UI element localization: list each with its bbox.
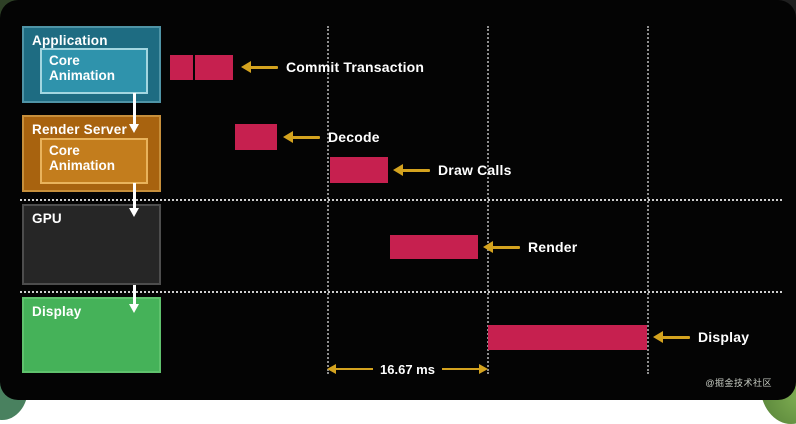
render-server-stage-title: Render Server [32, 122, 127, 137]
decode-label: Decode [328, 129, 380, 145]
left-arrow-icon [241, 61, 278, 73]
arrow-pointing-right-icon [441, 364, 489, 373]
commit-transaction-callout: Commit Transaction [241, 57, 424, 77]
render-callout: Render [483, 237, 577, 257]
left-arrow-icon [483, 241, 520, 253]
draw-calls-label: Draw Calls [438, 162, 512, 178]
gpu-stage-box: GPU [22, 204, 161, 285]
gpu-stage-title: GPU [32, 211, 62, 226]
commit-transaction-bar-segment-1 [170, 55, 193, 80]
display-bar [488, 325, 647, 350]
display-label: Display [698, 329, 750, 345]
render-label: Render [528, 239, 578, 255]
left-arrow-icon [653, 331, 690, 343]
flow-arrow-gpu-to-display-icon [129, 285, 138, 313]
application-stage-box: Application Core Animation [22, 26, 161, 103]
flow-arrow-render-server-to-gpu-icon [129, 183, 138, 217]
render-server-core-animation-label: Core Animation [49, 143, 115, 173]
display-stage-box: Display [22, 297, 161, 373]
row-divider-above-gpu [20, 199, 782, 201]
left-arrow-icon [283, 131, 320, 143]
render-pipeline-diagram: Application Core Animation Render Server… [0, 0, 796, 400]
decode-callout: Decode [283, 127, 380, 147]
flow-arrow-app-to-render-server-icon [129, 93, 138, 133]
render-bar [390, 235, 478, 259]
render-server-stage-box: Render Server Core Animation [22, 115, 161, 192]
application-core-animation-label: Core Animation [49, 53, 115, 83]
decode-bar [235, 124, 277, 150]
application-stage-title: Application [32, 33, 108, 48]
commit-transaction-bar-segment-2 [195, 55, 233, 80]
display-callout: Display [653, 327, 749, 347]
commit-transaction-label: Commit Transaction [286, 59, 425, 75]
render-server-core-animation-box: Core Animation [40, 138, 148, 184]
draw-calls-bar [330, 157, 388, 183]
display-stage-title: Display [32, 304, 82, 319]
left-arrow-icon [393, 164, 430, 176]
watermark: @掘金技术社区 [705, 378, 772, 388]
draw-calls-callout: Draw Calls [393, 160, 512, 180]
frame-duration-annotation: 16.67 ms [327, 360, 489, 378]
row-divider-above-display [20, 291, 782, 293]
application-core-animation-box: Core Animation [40, 48, 148, 94]
arrow-pointing-left-icon [327, 364, 374, 373]
frame-duration-value: 16.67 ms [380, 361, 435, 377]
